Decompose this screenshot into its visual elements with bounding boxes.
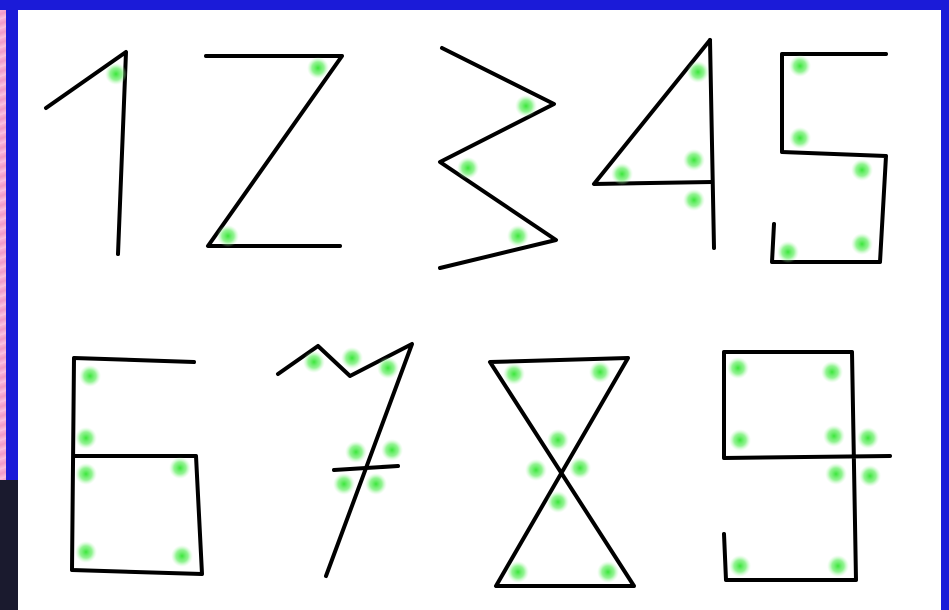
angle-dot bbox=[365, 473, 387, 495]
angle-dot bbox=[169, 457, 191, 479]
angle-dot bbox=[687, 61, 709, 83]
angle-dot bbox=[569, 457, 591, 479]
angle-dot bbox=[825, 463, 847, 485]
angle-dot bbox=[547, 491, 569, 513]
angle-dot bbox=[589, 361, 611, 383]
angle-dot bbox=[345, 441, 367, 463]
angle-dot bbox=[75, 427, 97, 449]
angle-dot bbox=[547, 429, 569, 451]
angle-dot bbox=[75, 463, 97, 485]
angle-dot bbox=[729, 429, 751, 451]
angle-dot bbox=[611, 163, 633, 185]
angle-dot bbox=[683, 149, 705, 171]
drawing-canvas bbox=[18, 10, 941, 610]
angle-dot bbox=[507, 225, 529, 247]
angle-dot bbox=[79, 365, 101, 387]
angle-dot bbox=[525, 459, 547, 481]
angle-dots bbox=[75, 55, 881, 583]
angle-dot bbox=[377, 357, 399, 379]
angle-dot bbox=[777, 241, 799, 263]
angle-dot bbox=[75, 541, 97, 563]
angle-dot bbox=[789, 55, 811, 77]
angle-dot bbox=[729, 555, 751, 577]
digit-2 bbox=[206, 56, 342, 246]
angle-dot bbox=[457, 157, 479, 179]
angle-dot bbox=[515, 95, 537, 117]
angle-dot bbox=[827, 555, 849, 577]
angle-dot bbox=[171, 545, 193, 567]
angle-dot bbox=[503, 363, 525, 385]
angle-dot bbox=[341, 347, 363, 369]
border-top bbox=[0, 0, 949, 10]
angle-dot bbox=[821, 361, 843, 383]
angle-dot bbox=[727, 357, 749, 379]
angle-dot bbox=[507, 561, 529, 583]
angle-dot bbox=[851, 159, 873, 181]
digits-drawing bbox=[18, 10, 941, 610]
digit-5 bbox=[772, 54, 886, 262]
angle-dot bbox=[381, 439, 403, 461]
angle-dot bbox=[597, 561, 619, 583]
angle-dot bbox=[789, 127, 811, 149]
angle-dot bbox=[851, 233, 873, 255]
digit-3 bbox=[440, 48, 556, 268]
angle-dot bbox=[823, 425, 845, 447]
angle-dot bbox=[217, 225, 239, 247]
angle-dot bbox=[859, 465, 881, 487]
angle-dot bbox=[307, 57, 329, 79]
border-right bbox=[941, 0, 949, 610]
digit-9 bbox=[724, 352, 890, 580]
angle-dot bbox=[303, 351, 325, 373]
angle-dot bbox=[857, 427, 879, 449]
angle-dot bbox=[333, 473, 355, 495]
digit-8 bbox=[490, 358, 634, 586]
angle-dot bbox=[105, 63, 127, 85]
angle-dot bbox=[683, 189, 705, 211]
